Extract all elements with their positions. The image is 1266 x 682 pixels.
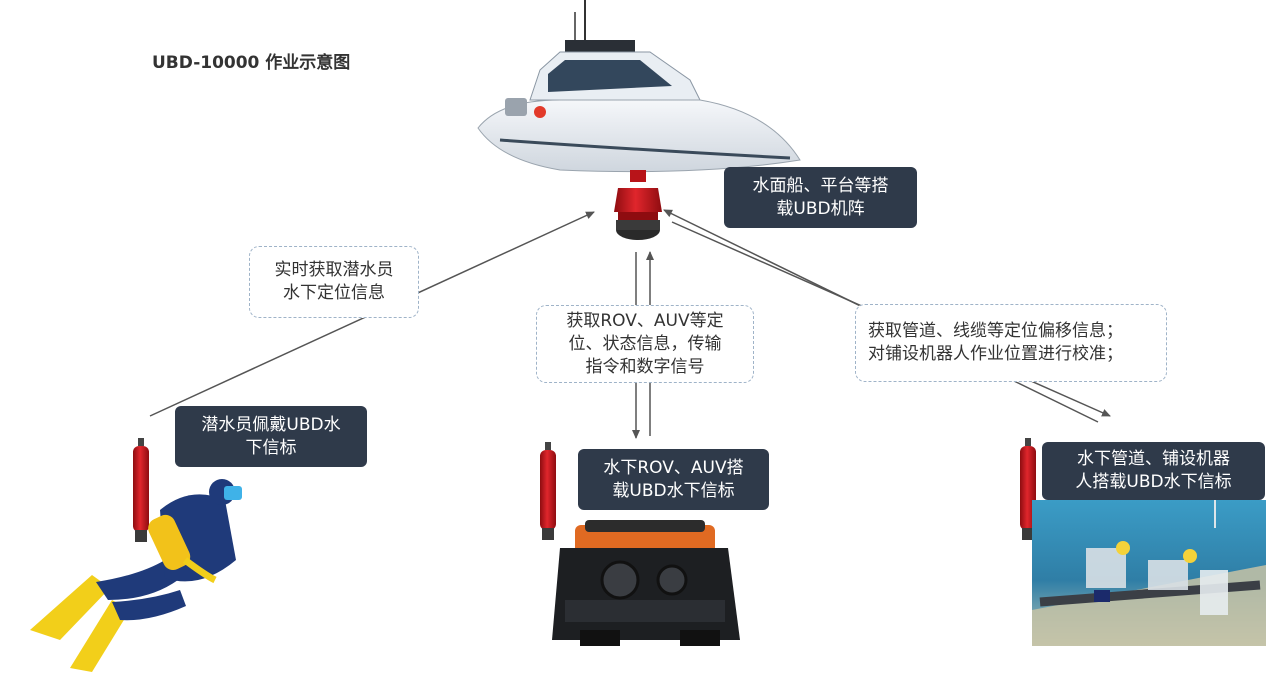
label-diver-line1: 潜水员佩戴UBD水 [201,414,341,435]
link-label-rov-line3: 指令和数字信号 [585,356,705,377]
diagram-title: UBD-10000 作业示意图 [152,53,351,73]
label-pipeline-line1: 水下管道、铺设机器 [1077,449,1230,469]
label-pipeline: 水下管道、铺设机器 人搭载UBD水下信标 [1042,442,1265,500]
rov-icon [552,520,740,646]
diver-beacon-icon [133,438,149,542]
label-boat: 水面船、平台等搭 载UBD机阵 [724,167,917,228]
link-label-pipeline-line1: 获取管道、线缆等定位偏移信息； [868,321,1123,341]
label-pipeline-line2: 人搭载UBD水下信标 [1075,472,1232,492]
link-label-rov-line2: 位、状态信息，传输 [568,333,722,354]
label-rov-line1: 水下ROV、AUV搭 [603,457,744,478]
link-label-rov-line1: 获取ROV、AUV等定 [566,310,724,331]
label-diver-line2: 下信标 [245,437,297,458]
rov-beacon-icon [540,442,556,540]
ubd-array-icon [614,170,662,240]
label-boat-line1: 水面船、平台等搭 [752,175,889,196]
boat-icon [477,0,801,173]
label-rov: 水下ROV、AUV搭 载UBD水下信标 [578,449,769,510]
link-label-pipeline: 获取管道、线缆等定位偏移信息； 对铺设机器人作业位置进行校准； [855,304,1167,382]
pipeline-scene-icon [1032,500,1266,646]
label-boat-line2: 载UBD机阵 [776,198,865,219]
label-diver: 潜水员佩戴UBD水 下信标 [175,406,367,467]
link-label-rov: 获取ROV、AUV等定 位、状态信息，传输 指令和数字信号 [536,305,754,383]
link-label-diver-line1: 实时获取潜水员 [274,260,394,280]
link-label-diver-line2: 水下定位信息 [283,283,385,303]
label-rov-line2: 载UBD水下信标 [612,480,735,501]
diver-icon [30,479,242,672]
link-label-pipeline-line2: 对铺设机器人作业位置进行校准； [868,344,1123,364]
link-label-diver: 实时获取潜水员 水下定位信息 [249,246,419,318]
